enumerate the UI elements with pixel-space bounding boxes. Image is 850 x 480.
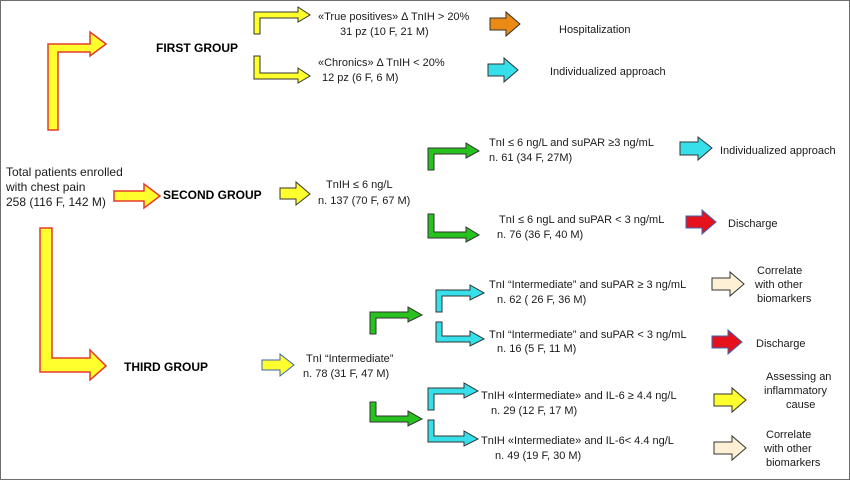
outcome-arrow-correlate-supar	[711, 270, 745, 298]
elbow-arrow-tnih-to-low-supar	[427, 213, 481, 243]
third-low-supar-line2: n. 16 (5 F, 11 M)	[497, 343, 576, 355]
outcome-arrow-discharge-second	[685, 208, 717, 236]
first-group-title: FIRST GROUP	[156, 41, 238, 55]
root-label-line1: Total patients enrolled	[6, 165, 123, 179]
second-high-supar-line1: TnI ≤ 6 ng/L and suPAR ≥3 ng/mL	[489, 137, 654, 149]
outcome-discharge-third: Discharge	[756, 338, 806, 350]
tni-intermediate-node-line2: n. 78 (31 F, 47 M)	[303, 368, 389, 380]
true-positives-line2: 31 pz (10 F, 21 M)	[340, 26, 429, 38]
outcome-correlate-il6-line1: Correlate	[766, 429, 811, 441]
elbow-arrow-first-to-true-positives	[253, 6, 311, 35]
il6-low-line2: n. 49 (19 F, 30 M)	[495, 450, 581, 462]
arrow-root-to-second	[113, 182, 162, 210]
elbow-arrow-tni-to-supar-branch	[369, 306, 424, 335]
third-group-title: THIRD GROUP	[124, 360, 208, 374]
elbow-arrow-to-il6-high	[427, 382, 480, 411]
chronics-line1: «Chronics» ∆ TnIH < 20%	[318, 57, 445, 69]
outcome-hospitalization: Hospitalization	[559, 24, 631, 36]
outcome-discharge-second: Discharge	[728, 218, 778, 230]
outcome-inflammatory-line1: Assessing an	[766, 371, 831, 383]
root-label-line2: with chest pain	[5, 180, 85, 194]
outcome-arrow-hospitalization	[489, 10, 521, 38]
outcome-arrow-individualized-first	[487, 56, 519, 84]
outcome-inflammatory-line3: cause	[786, 399, 815, 411]
outcome-individualized-second: Individualized approach	[720, 145, 836, 157]
elbow-arrow-first-to-chronics	[253, 55, 311, 84]
outcome-correlate-il6-line3: biomarkers	[766, 457, 821, 469]
second-high-supar-line2: n. 61 (34 F, 27M)	[489, 152, 572, 164]
arrow-second-to-tnih	[279, 180, 311, 207]
il6-low-line1: TnIH «Intermediate» and IL-6< 4.4 ng/L	[481, 435, 674, 447]
outcome-correlate-supar-line3: biomarkers	[757, 293, 812, 305]
outcome-inflammatory-line2: inflammatory	[764, 385, 827, 397]
chronics-line2: 12 pz (6 F, 6 M)	[322, 72, 398, 84]
il6-high-line2: n. 29 (12 F, 17 M)	[491, 405, 577, 417]
true-positives-line1: «True positives» ∆ TnIH > 20%	[318, 11, 470, 23]
root-label-line3: 258 (116 F, 142 M)	[6, 195, 106, 209]
outcome-correlate-supar-line1: Correlate	[757, 265, 802, 277]
outcome-arrow-individualized-second	[679, 135, 713, 162]
elbow-arrow-tni-to-il6-branch	[369, 401, 424, 427]
second-group-title: SECOND GROUP	[163, 188, 262, 202]
elbow-arrow-to-tni-high-supar	[435, 284, 486, 313]
outcome-arrow-inflammatory	[713, 386, 747, 414]
tnih-node-line2: n. 137 (70 F, 67 M)	[318, 195, 410, 207]
second-low-supar-line1: TnI ≤ 6 ngL and suPAR < 3 ng/mL	[499, 214, 664, 226]
outcome-correlate-il6-line2: with other	[763, 443, 812, 455]
elbow-arrow-tnih-to-high-supar	[427, 142, 481, 171]
il6-high-line1: TnIH «Intermediate» and IL-6 ≥ 4.4 ng/L	[481, 390, 677, 402]
elbow-arrow-to-il6-low	[427, 419, 480, 447]
third-low-supar-line1: TnI “Intermediate” and suPAR < 3 ng/mL	[489, 329, 687, 341]
outcome-correlate-supar-line2: with other	[754, 279, 803, 291]
elbow-arrow-root-to-third	[39, 227, 108, 382]
outcome-arrow-correlate-il6	[713, 434, 747, 462]
arrow-third-to-tni-intermediate	[261, 352, 295, 378]
second-low-supar-line2: n. 76 (36 F, 40 M)	[497, 229, 583, 241]
outcome-arrow-discharge-third	[711, 328, 743, 356]
elbow-arrow-root-to-first	[47, 30, 108, 131]
tnih-node-line1: TnIH ≤ 6 ng/L	[326, 179, 393, 191]
third-high-supar-line2: n. 62 ( 26 F, 36 M)	[497, 294, 586, 306]
tni-intermediate-node-line1: TnI “Intermediate”	[306, 353, 394, 365]
outcome-individualized-first: Individualized approach	[550, 66, 666, 78]
third-high-supar-line1: TnI “Intermediate” and suPAR ≥ 3 ng/mL	[489, 279, 686, 291]
elbow-arrow-to-tni-low-supar	[435, 321, 486, 347]
